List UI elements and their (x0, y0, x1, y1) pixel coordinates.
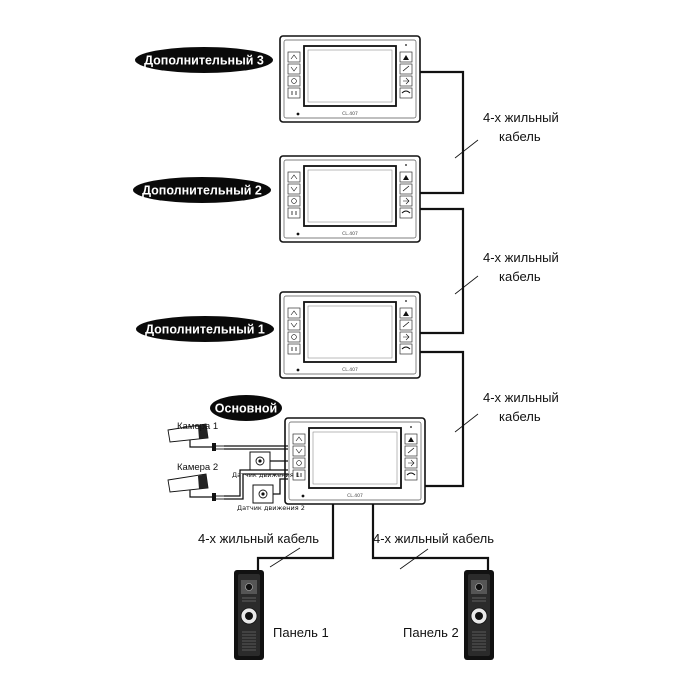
cable-label-line2: кабель (499, 269, 541, 284)
monitor-label: Дополнительный 3 (144, 54, 264, 68)
cable-monitor2-to-monitor1 (420, 207, 479, 335)
cable-main-to-panel-1 (256, 504, 335, 570)
label-pill-additional-1: Дополнительный 1 (136, 316, 274, 342)
cable-main-to-panel-2 (371, 504, 490, 570)
cable-label-line2: кабель (499, 129, 541, 144)
monitor-brand: CL.407 (347, 493, 363, 499)
camera-label: Камера 2 (177, 462, 218, 473)
panel-label: Панель 1 (273, 625, 329, 640)
motion-sensor-1: Датчик движения 1 (232, 451, 300, 479)
camera-1: Камера 1 (167, 421, 225, 452)
cable-label-panel-2: 4-х жильный кабель (373, 531, 494, 546)
cable-label-line1: 4-х жильный (483, 390, 559, 405)
sensor-label: Датчик движения 1 (232, 471, 300, 479)
monitor-label: Дополнительный 2 (142, 184, 262, 198)
cable-label-line1: 4-х жильный (483, 250, 559, 265)
label-pill-additional-3: Дополнительный 3 (135, 47, 273, 73)
cable-label-line1: 4-х жильный (483, 110, 559, 125)
call-panel-2: Панель 2 (403, 569, 495, 661)
cable-monitor3-to-monitor2 (420, 70, 479, 195)
camera-wiring (224, 445, 288, 500)
monitor-additional-3: CL.407 (279, 35, 421, 123)
monitor-label: Основной (215, 402, 277, 416)
cable-label-line2: кабель (499, 409, 541, 424)
monitor-label: Дополнительный 1 (145, 323, 265, 337)
monitor-additional-1: CL.407 (279, 291, 421, 379)
camera-label: Камера 1 (177, 421, 218, 432)
call-panel-1: Панель 1 (233, 569, 329, 661)
cable-monitor1-to-main (420, 350, 479, 488)
monitor-additional-2: CL.407 (279, 155, 421, 243)
label-pill-additional-2: Дополнительный 2 (133, 177, 271, 203)
sensor-label: Датчик движения 2 (237, 504, 305, 512)
cable-label-panel-1: 4-х жильный кабель (198, 531, 319, 546)
label-pill-main: Основной (210, 395, 282, 421)
monitor-brand: CL.407 (342, 231, 358, 237)
monitor-brand: CL.407 (342, 111, 358, 117)
motion-sensor-2: Датчик движения 2 (237, 484, 305, 512)
panel-label: Панель 2 (403, 625, 459, 640)
monitor-main: CL.407 (284, 417, 426, 505)
monitor-brand: CL.407 (342, 367, 358, 373)
camera-2: Камера 2 (167, 462, 225, 502)
